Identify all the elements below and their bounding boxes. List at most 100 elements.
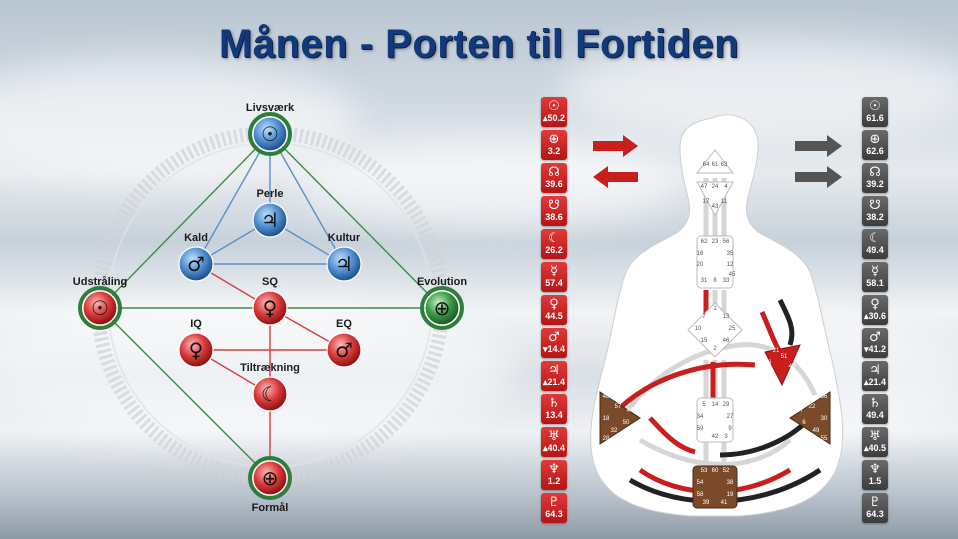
gate-line-value: 49.4 (866, 245, 884, 256)
node-label: Tiltrækning (240, 362, 300, 374)
node-circle (252, 460, 288, 496)
gate-number: 19 (727, 492, 734, 498)
node-label: Kald (184, 232, 208, 244)
node-circle (178, 332, 214, 368)
gate-line-value: ▾14.4 (542, 344, 566, 355)
gate-number: 2 (713, 346, 717, 352)
node-circle (252, 116, 288, 152)
gate-number: 45 (729, 272, 736, 278)
gate-number: 58 (697, 492, 704, 498)
gate-line-value: 57.4 (545, 278, 563, 289)
gate-number: 39 (703, 500, 710, 506)
planet-box: ♆1.2 (541, 460, 567, 490)
node-label: EQ (336, 318, 352, 330)
node-circle (252, 376, 288, 412)
gate-line-value: 49.4 (866, 410, 884, 421)
gate-number: 8 (713, 278, 717, 284)
node-udstraling: ☉Udstråling (73, 276, 127, 330)
gate-number: 44 (627, 408, 634, 414)
gate-number: 13 (723, 314, 730, 320)
gate-line-value: ▴50.2 (542, 113, 566, 124)
planet-symbol-icon: ♅ (869, 429, 881, 445)
node-circle (178, 246, 214, 282)
node-perle: ♃Perle (252, 188, 288, 238)
planet-symbol-icon: ♄ (869, 396, 881, 412)
planet-symbol-icon: ♀ (549, 297, 559, 313)
planet-symbol-icon: ♆ (869, 462, 881, 478)
gate-number: 35 (727, 251, 734, 257)
gate-number: 17 (703, 199, 710, 205)
gate-line-value: 1.2 (547, 476, 561, 487)
gate-number: 43 (712, 204, 719, 210)
gate-line-value: 38.6 (545, 212, 563, 223)
gate-number: 30 (821, 416, 828, 422)
gate-number: 55 (821, 436, 828, 442)
planet-box: ♃▴21.4 (862, 361, 888, 391)
gate-number: 41 (721, 500, 728, 506)
gate-line-value: 13.4 (545, 410, 563, 421)
gate-number: 63 (721, 162, 728, 168)
gate-line-value: 44.5 (545, 311, 563, 322)
node-label: Kultur (328, 232, 361, 244)
planet-symbol-icon: ♇ (869, 495, 881, 511)
head-center (695, 149, 735, 174)
planet-box: ♃▴21.4 (541, 361, 567, 391)
gate-line-value: 61.6 (866, 113, 884, 124)
gate-number: 36 (821, 394, 828, 400)
planet-symbol-icon: ☉ (261, 122, 279, 146)
node-label: IQ (190, 318, 202, 330)
planet-symbol-icon: ♀ (263, 296, 278, 320)
gate-number: 64 (703, 162, 710, 168)
gate-number: 20 (697, 262, 704, 268)
gate-number: 15 (701, 338, 708, 344)
gate-number: 53 (701, 468, 708, 474)
gate-line-value: 62.6 (866, 146, 884, 157)
spleen-center (599, 391, 641, 445)
node-circle (82, 290, 118, 326)
node-ring (248, 456, 292, 500)
planet-box: ♆1.5 (862, 460, 888, 490)
planet-box: ♇64.3 (862, 493, 888, 523)
node-ring (420, 286, 464, 330)
planet-box: ☊39.6 (541, 163, 567, 193)
planet-symbol-icon: ⊕ (869, 132, 881, 148)
gate-number: 14 (712, 402, 719, 408)
gate-number: 37 (797, 408, 804, 414)
planet-symbol-icon: ☉ (869, 99, 881, 115)
gate-number: 25 (729, 326, 736, 332)
gate-line-value: 39.6 (545, 179, 563, 190)
planet-symbol-icon: ⊕ (262, 466, 279, 490)
planet-symbol-icon: ⊕ (548, 132, 560, 148)
planet-symbol-icon: ♃ (548, 363, 560, 379)
node-evolution: ⊕Evolution (417, 276, 467, 330)
node-tiltraekning: ☾ Tiltrækning (240, 362, 300, 412)
gate-number: 5 (702, 402, 706, 408)
gate-number: 7 (702, 314, 706, 320)
planet-symbol-icon: ♄ (548, 396, 560, 412)
gate-number: 9 (728, 426, 732, 432)
gate-number: 21 (773, 348, 780, 354)
planet-symbol-icon: ♂ (548, 330, 560, 346)
node-circle (326, 332, 362, 368)
gate-number: 56 (723, 239, 730, 245)
node-circle (326, 246, 362, 282)
planet-box: ♀▴30.6 (862, 295, 888, 325)
gate-number: 42 (712, 434, 719, 440)
gate-line-value: 38.2 (866, 212, 884, 223)
planet-box: ☋38.2 (862, 196, 888, 226)
planet-box: ♅▴40.5 (862, 427, 888, 457)
planet-symbol-icon: ☾ (261, 382, 279, 406)
gate-line-value: 3.2 (547, 146, 561, 157)
node-circle (252, 202, 288, 238)
personality-planets-column: ☉61.6⊕62.6☊39.2☋38.2☾49.4☿58.1♀▴30.6♂▾41… (862, 97, 888, 526)
node-kald: ♂Kald (178, 232, 214, 282)
ajna-center (696, 181, 734, 217)
gate-line-value: 1.5 (868, 476, 882, 487)
slide-title: Månen - Porten til Fortiden (218, 22, 740, 66)
planet-box: ☉▴50.2 (541, 97, 567, 127)
gate-number: 50 (623, 420, 630, 426)
node-eq: ♂EQ (326, 318, 362, 368)
planet-symbol-icon: ♀ (189, 338, 204, 362)
gate-number: 23 (712, 239, 719, 245)
